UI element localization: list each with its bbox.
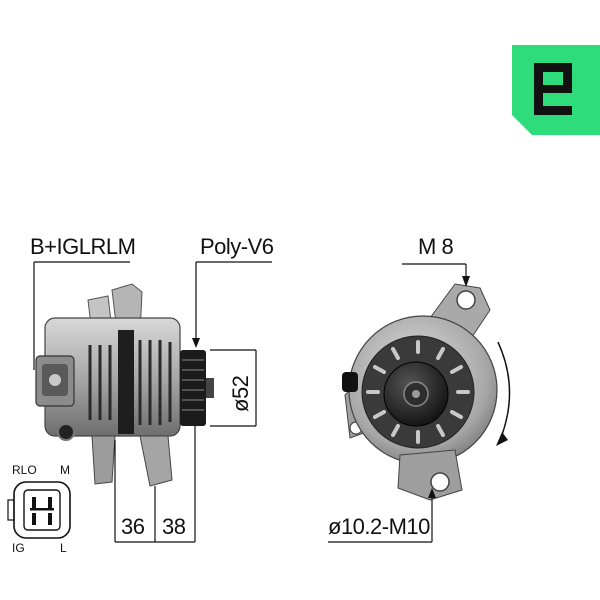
rotation-arrow-icon [496,341,511,446]
connector-pins [30,497,54,525]
pin-ig-label: IG [12,541,25,555]
mount-hole-callout-arrow [428,488,436,498]
dimension-38-label: 38 [162,514,186,539]
bottom-mounting-ear-right [139,435,173,487]
connector-terminals-label: B+IGLRLM [30,234,135,259]
thread-top-label: M 8 [418,234,453,259]
pin-l-label: L [60,541,67,555]
bottom-mounting-ear-left [91,435,116,485]
pin-m-label: M [60,463,70,477]
pulley-callout-arrow [192,338,200,348]
pulley-type-label: Poly-V6 [200,234,274,259]
connector-pinout: RLO M IG L [7,463,71,555]
cooling-fins [88,340,172,425]
b-plus-terminal [57,423,75,441]
dimension-36-label: 36 [121,514,145,539]
pulley-side [180,350,206,426]
mount-hole-label: ø10.2-M10 [328,514,430,539]
brand-logo-icon [512,45,600,135]
thread-callout-arrow [462,276,470,287]
pin-rlo-label: RLO [12,463,37,477]
fan-slots [366,340,470,444]
alternator-front-view [342,283,511,501]
pulley-diameter-label: ø52 [228,375,253,412]
alternator-side-view [35,283,214,487]
brand-logo-letter [534,63,572,115]
bottom-mounting-ear-front [397,449,463,501]
